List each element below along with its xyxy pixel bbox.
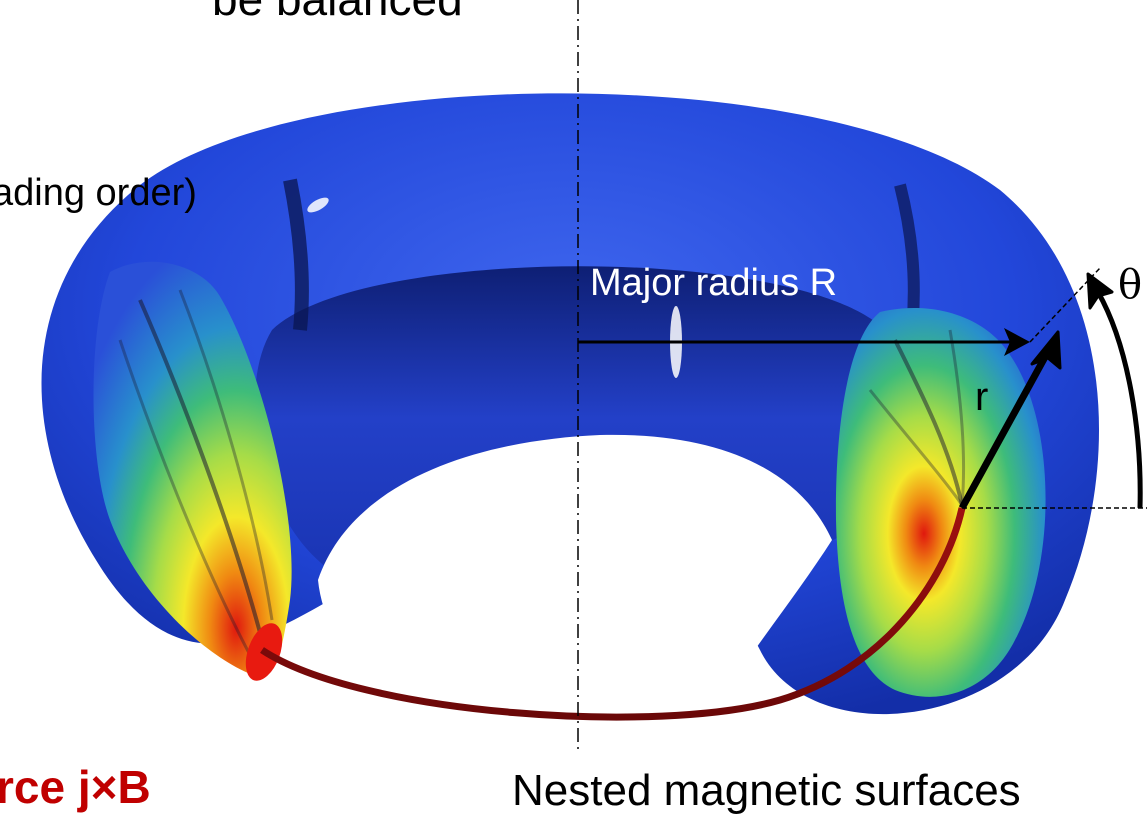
left-surface-line: [118, 339, 252, 656]
magnetic-axis-ring: [260, 507, 966, 721]
left-surface-line: [138, 299, 264, 641]
torus-highlight: [307, 197, 329, 213]
poloidal-angle-label: θ: [1118, 262, 1143, 308]
force-label-fragment: rce j×B: [0, 761, 151, 813]
torus-shadow-streak: [283, 178, 309, 331]
right-surface-line: [868, 389, 964, 506]
major-radius-label: Major radius R: [590, 262, 838, 304]
minor-radius-label: r: [975, 375, 989, 419]
order-text-fragment: ading order): [0, 172, 197, 214]
heading-fragment: be balanced: [212, 0, 463, 26]
right-surface-line: [948, 329, 965, 506]
right-cross-section: [835, 307, 1046, 697]
curved-arrow-icon: [1086, 272, 1143, 509]
nested-surfaces-caption: Nested magnetic surfaces: [512, 766, 1021, 815]
torus-hole: [318, 434, 832, 707]
arrow-right-icon: [578, 328, 1030, 356]
left-surface-line: [178, 289, 274, 621]
arrow-up-right-icon: [958, 330, 1062, 510]
right-surface-line: [893, 339, 964, 506]
